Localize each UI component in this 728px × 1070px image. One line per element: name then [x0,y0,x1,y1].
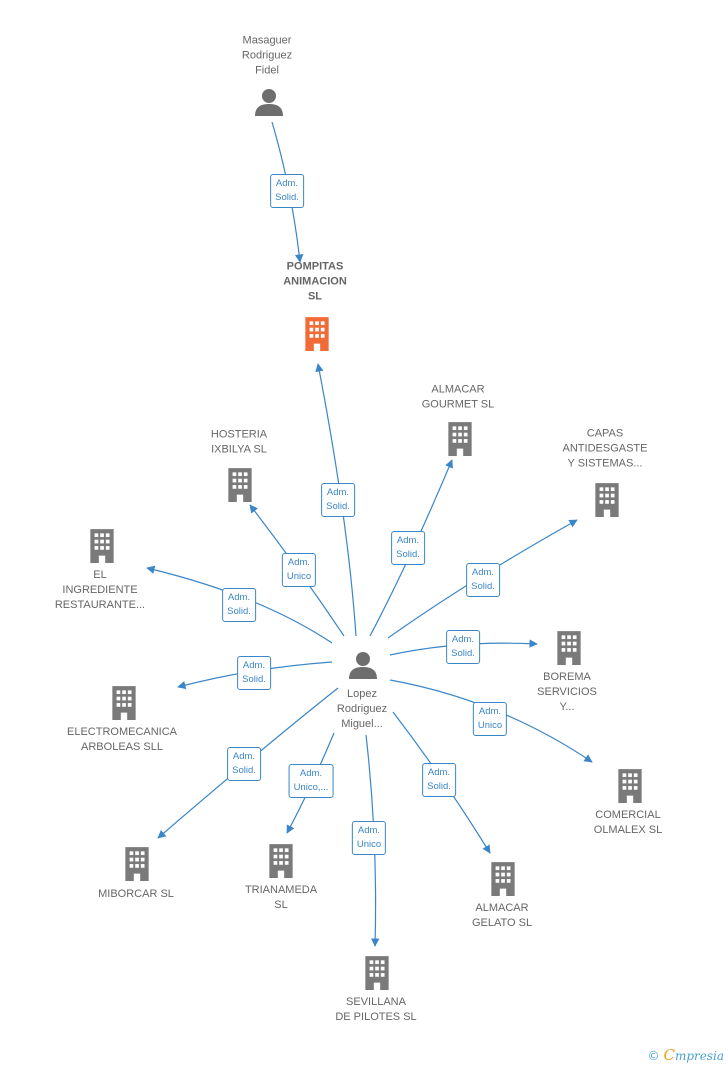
building-icon[interactable] [365,956,389,990]
node-label-sevillana[interactable]: SEVILLANA DE PILOTES SL [335,996,417,1023]
edge-label[interactable]: Adm. Solid. [227,747,261,781]
node-label-miborcar[interactable]: MIBORCAR SL [98,888,174,900]
node-label-pompitas[interactable]: POMPITAS ANIMACION SL [283,260,347,303]
node-label-borema[interactable]: BOREMA SERVICIOS Y... [537,671,597,713]
node-label-trianameda[interactable]: TRIANAMEDA SL [244,884,318,911]
edge-label[interactable]: Adm. Solid. [270,174,304,208]
node-label-capas[interactable]: CAPAS ANTIDESGASTE Y SISTEMAS... [562,427,648,470]
node-label-almacar-gourmet[interactable]: ALMACAR GOURMET SL [421,383,495,411]
edge-label[interactable]: Adm. Solid. [422,763,456,797]
node-label-lopez[interactable]: Lopez Rodriguez Miguel... [336,688,388,730]
building-icon[interactable] [305,317,329,351]
node-label-hosteria[interactable]: HOSTERIA IXBILYA SL [210,428,268,456]
building-icon[interactable] [269,844,293,878]
edge-label[interactable]: Adm. Solid. [446,630,480,664]
edge-label[interactable]: Adm. Unico [351,821,387,855]
node-label-almacar-gelato[interactable]: ALMACAR GELATO SL [471,902,533,929]
edge-label[interactable]: Adm. Solid. [237,656,271,690]
edge-label[interactable]: Adm. Solid. [466,563,500,597]
edge-label[interactable]: Adm. Unico,... [288,764,334,798]
edge-label[interactable]: Adm. Solid. [222,588,256,622]
edge-label[interactable]: Adm. Solid. [321,483,355,517]
edge-label[interactable]: Adm. Unico [472,702,508,736]
copyright-symbol: © [647,1049,660,1063]
building-icon[interactable] [112,686,136,720]
building-icon[interactable] [228,468,252,502]
building-icon[interactable] [90,529,114,563]
building-icon[interactable] [595,483,619,517]
edge-label[interactable]: Adm. Unico [281,553,317,587]
building-icon[interactable] [448,422,472,456]
building-icon[interactable] [557,631,581,665]
node-label-masaguer[interactable]: Masaguer Rodriguez Fidel [241,34,293,77]
node-label-comercial[interactable]: COMERCIAL OLMALEX SL [593,809,663,836]
node-label-electromecanica[interactable]: ELECTROMECANICA ARBOLEAS SLL [66,726,178,753]
edge-label[interactable]: Adm. Solid. [391,531,425,565]
building-icon[interactable] [125,847,149,881]
brand-name: mpresia [674,1049,724,1063]
building-icon[interactable] [491,862,515,896]
person-icon[interactable] [349,652,377,679]
node-label-el-ingrediente[interactable]: EL INGREDIENTE RESTAURANTE... [54,569,146,611]
building-icon[interactable] [618,769,642,803]
person-icon[interactable] [255,89,283,116]
brand-initial: C [663,1046,675,1064]
empresia-logo: ©Cmpresia [647,1046,724,1064]
